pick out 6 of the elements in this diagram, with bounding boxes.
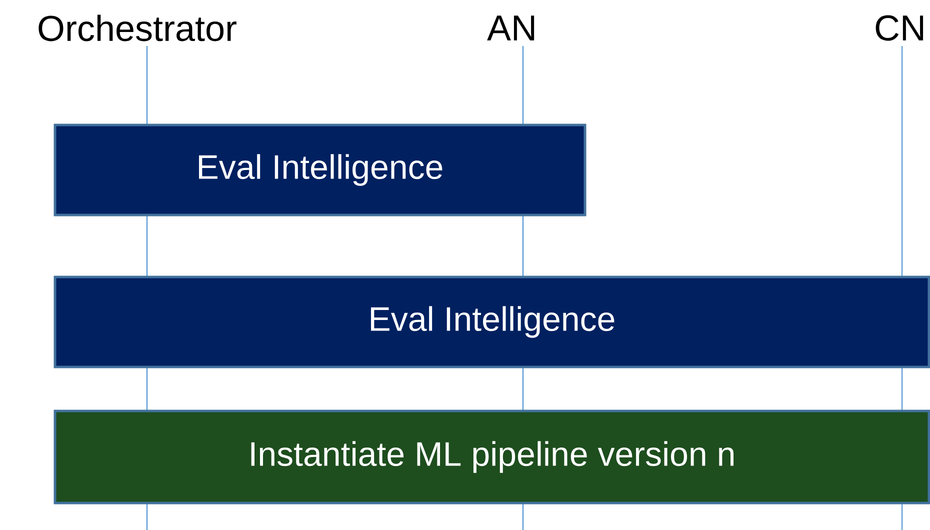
process-bar: Eval Intelligence	[54, 124, 586, 216]
lifeline-label: Orchestrator	[38, 14, 236, 42]
process-bar: Instantiate ML pipeline version n	[54, 410, 930, 504]
lifeline-label: CN	[876, 15, 924, 41]
process-bar: Eval Intelligence	[54, 276, 930, 368]
lifeline-label: AN	[487, 16, 534, 40]
